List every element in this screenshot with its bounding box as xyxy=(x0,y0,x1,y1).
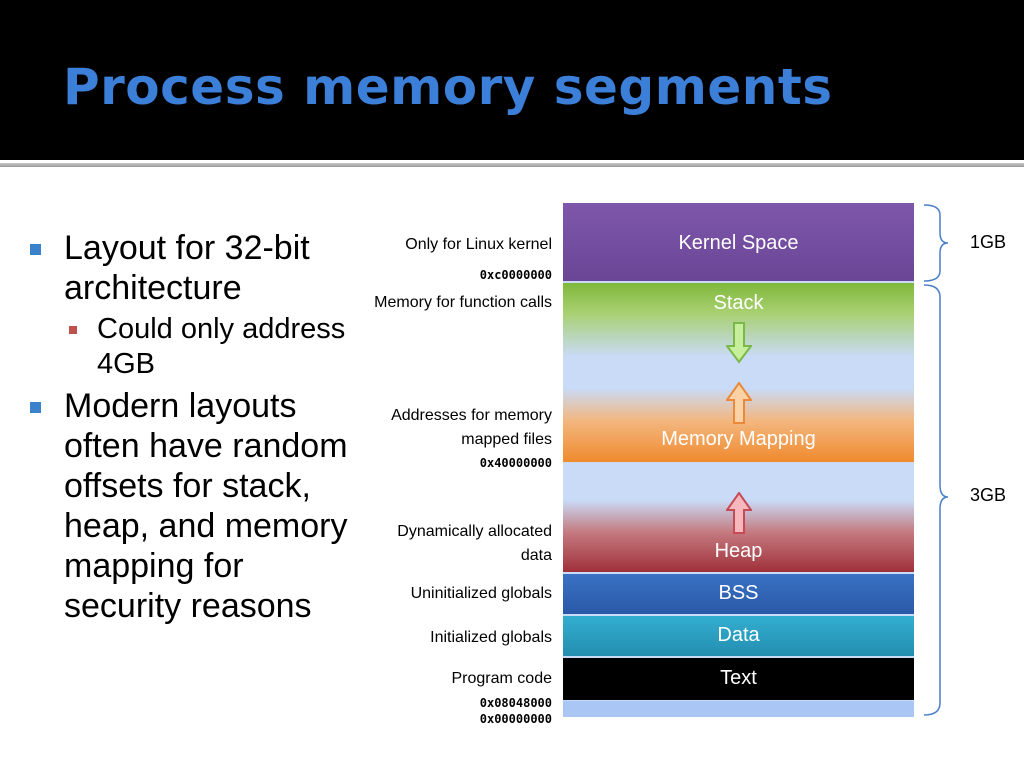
label-text: Program code xyxy=(451,670,553,687)
address-zero: 0x00000000 xyxy=(479,712,552,726)
label-mmap: Addresses for memory mapped files xyxy=(391,407,552,448)
address-kernel-start: 0xc0000000 xyxy=(479,268,552,282)
bullet-marker xyxy=(30,244,41,255)
bullet-list: Layout for 32-bit architecture Could onl… xyxy=(30,228,370,626)
segment-text-label: Text xyxy=(720,667,757,689)
arrow-up-icon xyxy=(726,492,752,534)
address-mmap-start: 0x40000000 xyxy=(479,456,552,470)
size-user: 3GB xyxy=(970,485,1007,505)
segment-heap-label: Heap xyxy=(714,540,763,562)
segment-low-reserved xyxy=(563,701,914,717)
bullet-text: Layout for 32-bit architecture xyxy=(64,229,310,307)
bullet-marker xyxy=(30,402,41,413)
segment-bss: BSS xyxy=(563,574,914,614)
label-data: Initialized globals xyxy=(430,629,552,646)
segment-bss-label: BSS xyxy=(718,582,759,604)
segment-kernel: Kernel Space xyxy=(563,203,914,281)
size-kernel: 1GB xyxy=(970,232,1007,252)
title-divider xyxy=(0,163,1024,167)
sub-bullet-item: Could only address 4GB xyxy=(69,312,370,382)
segment-data: Data xyxy=(563,616,914,656)
label-kernel: Only for Linux kernel xyxy=(405,236,552,253)
address-text-start: 0x08048000 xyxy=(479,696,552,710)
arrow-down-icon xyxy=(726,322,752,364)
segment-stack-label: Stack xyxy=(713,292,764,314)
segment-kernel-label: Kernel Space xyxy=(678,232,799,254)
label-bss: Uninitialized globals xyxy=(410,585,552,602)
sub-bullet-marker xyxy=(69,326,77,334)
label-stack: Memory for function calls xyxy=(374,294,552,311)
segment-text: Text xyxy=(563,658,914,700)
arrow-up-icon xyxy=(726,382,752,424)
title-bar: Process memory segments xyxy=(0,0,1024,160)
slide-title: Process memory segments xyxy=(63,58,833,116)
bullet-item: Modern layouts often have random offsets… xyxy=(30,386,370,626)
brace-icon xyxy=(923,204,949,716)
segment-data-label: Data xyxy=(717,624,760,646)
label-heap: Dynamically allocated data xyxy=(397,523,552,564)
bullet-item: Layout for 32-bit architecture xyxy=(30,228,370,308)
segment-mmap-label: Memory Mapping xyxy=(661,428,816,450)
sub-bullet-text: Could only address 4GB xyxy=(97,313,346,380)
bullet-text: Modern layouts often have random offsets… xyxy=(64,387,348,625)
